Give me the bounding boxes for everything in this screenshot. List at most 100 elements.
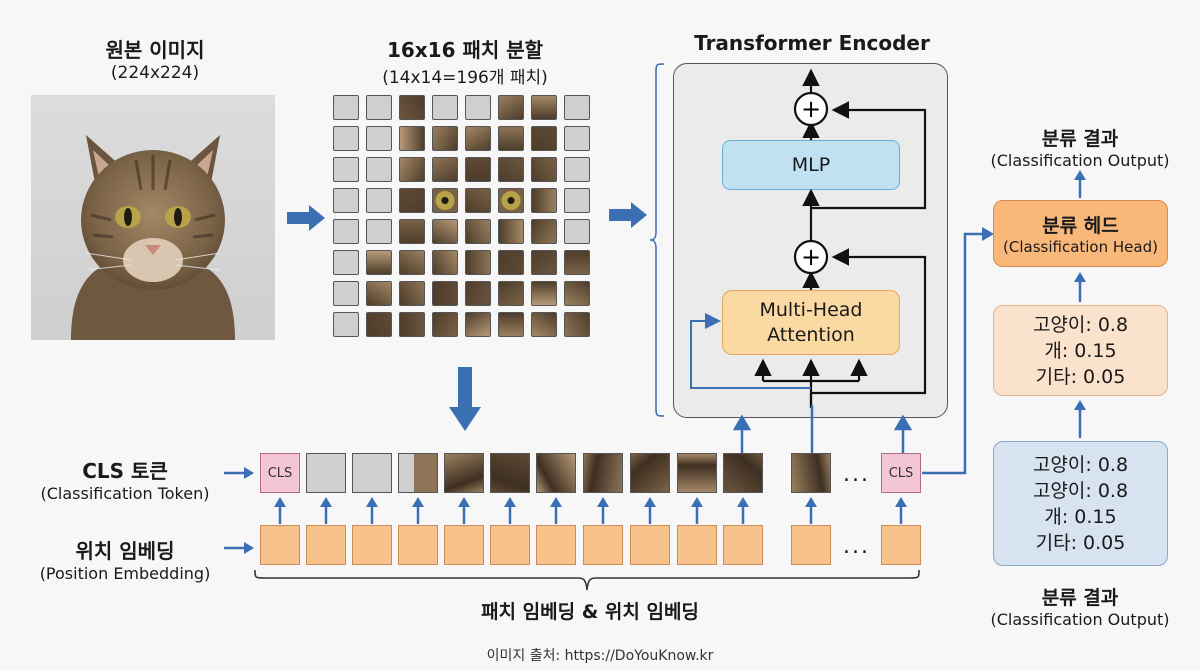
prob-item: 개: 0.15 xyxy=(1044,339,1117,362)
arrow-up-icon xyxy=(274,497,286,524)
cls-token: CLS xyxy=(260,453,300,493)
multi-head-attention-block: Multi-Head Attention xyxy=(722,290,900,355)
cls-subtitle: (Classification Token) xyxy=(40,484,210,503)
head-subtitle: (Classification Head) xyxy=(1003,238,1158,256)
patch-cell xyxy=(498,219,524,244)
output-bottom-label: 분류 결과 (Classification Output) xyxy=(975,583,1185,629)
arrow-up-icon xyxy=(458,497,470,524)
position-embedding xyxy=(677,525,717,565)
position-embedding xyxy=(791,525,831,565)
position-embedding xyxy=(306,525,346,565)
cls-to-head-arrow xyxy=(922,227,994,475)
patch-cell xyxy=(432,281,458,306)
prob-item: 개: 0.15 xyxy=(1044,505,1117,528)
patch-cell xyxy=(399,188,425,213)
patch-cell xyxy=(366,188,392,213)
mlp-label: MLP xyxy=(791,154,831,176)
patch-cell xyxy=(366,157,392,182)
patch-cell xyxy=(366,219,392,244)
output-bottom-subtitle: (Classification Output) xyxy=(990,610,1170,629)
patch-cell xyxy=(399,219,425,244)
cat-illustration xyxy=(31,95,275,340)
arrow-up-icon xyxy=(895,497,907,524)
patch-cell xyxy=(432,126,458,151)
probability-box-bottom: 고양이: 0.8 고양이: 0.8 개: 0.15 기타: 0.05 xyxy=(993,441,1168,566)
patch-cell xyxy=(531,281,557,306)
patch-split-title: 16x16 패치 분할 (14x14=196개 패치) xyxy=(340,34,590,88)
patch-cell xyxy=(531,157,557,182)
embedding-bracket-icon xyxy=(254,569,920,591)
patch-cell xyxy=(465,250,491,275)
patch-cell xyxy=(531,312,557,337)
arrow-up-icon xyxy=(366,497,378,524)
position-embedding xyxy=(723,525,763,565)
patch-cell xyxy=(498,188,524,213)
encoder-title: Transformer Encoder xyxy=(694,31,930,55)
patch-token xyxy=(723,453,763,493)
patch-cell xyxy=(465,95,491,120)
arrow-right-icon xyxy=(609,202,647,228)
output-bottom-title: 분류 결과 xyxy=(1041,587,1119,609)
mlp-block: MLP xyxy=(722,140,900,190)
position-embedding xyxy=(881,525,921,565)
add-symbol-bottom: + xyxy=(801,243,821,271)
patch-cell xyxy=(399,126,425,151)
patch-cell xyxy=(366,281,392,306)
head-title: 분류 헤드 xyxy=(1042,215,1119,237)
patch-cell xyxy=(333,95,359,120)
original-image-title: 원본 이미지 (224x224) xyxy=(60,34,250,83)
patch-cell xyxy=(333,126,359,151)
cls-title: CLS 토큰 xyxy=(82,459,168,483)
patch-cell xyxy=(399,281,425,306)
original-size-text: (224x224) xyxy=(110,63,200,83)
patch-cell xyxy=(465,219,491,244)
position-embedding xyxy=(444,525,484,565)
patch-cell xyxy=(399,250,425,275)
position-title: 위치 임베딩 xyxy=(75,539,175,563)
patch-token xyxy=(490,453,530,493)
prob-item: 고양이: 0.8 xyxy=(1032,313,1129,336)
patch-cell xyxy=(399,312,425,337)
cls-token-label: CLS 토큰 (Classification Token) xyxy=(30,455,220,503)
probability-box-top: 고양이: 0.8 개: 0.15 기타: 0.05 xyxy=(993,305,1168,396)
position-embedding xyxy=(536,525,576,565)
patch-cell xyxy=(498,312,524,337)
arrow-right-icon xyxy=(287,205,325,231)
patch-cell xyxy=(432,219,458,244)
patch-cell xyxy=(399,95,425,120)
patch-token xyxy=(677,453,717,493)
position-embedding xyxy=(630,525,670,565)
patch-cell xyxy=(333,219,359,244)
patch-cell xyxy=(531,219,557,244)
patch-cell xyxy=(333,312,359,337)
position-embedding xyxy=(260,525,300,565)
mha-label-line1: Multi-Head xyxy=(759,298,863,321)
encoder-bracket-icon xyxy=(649,63,665,417)
patch-cell xyxy=(432,157,458,182)
patch-token xyxy=(536,453,576,493)
patch-cell xyxy=(366,126,392,151)
patch-cell xyxy=(432,95,458,120)
mha-label-line2: Attention xyxy=(767,323,855,346)
embedding-caption: 패치 임베딩 & 위치 임베딩 xyxy=(481,601,699,623)
cat-image xyxy=(31,95,275,340)
patch-cell xyxy=(366,312,392,337)
output-top-subtitle: (Classification Output) xyxy=(990,151,1170,170)
cls-token: CLS xyxy=(881,453,921,493)
patch-token xyxy=(352,453,392,493)
patch-cell xyxy=(531,250,557,275)
patch-cell xyxy=(564,126,590,151)
arrow-up-icon xyxy=(644,497,656,524)
patch-cell xyxy=(399,157,425,182)
position-embedding-label: 위치 임베딩 (Position Embedding) xyxy=(30,535,220,583)
arrow-up-icon xyxy=(320,497,332,524)
position-ellipsis: ... xyxy=(843,534,870,559)
position-embedding xyxy=(398,525,438,565)
patch-cell xyxy=(564,312,590,337)
patch-token xyxy=(306,453,346,493)
prob-item: 기타: 0.05 xyxy=(1035,365,1126,388)
image-source-credit: 이미지 출처: https://DoYouKnow.kr xyxy=(486,648,714,664)
patch-token xyxy=(791,453,831,493)
encoder-wiring: + + xyxy=(690,68,927,408)
arrow-up-icon xyxy=(805,497,817,524)
